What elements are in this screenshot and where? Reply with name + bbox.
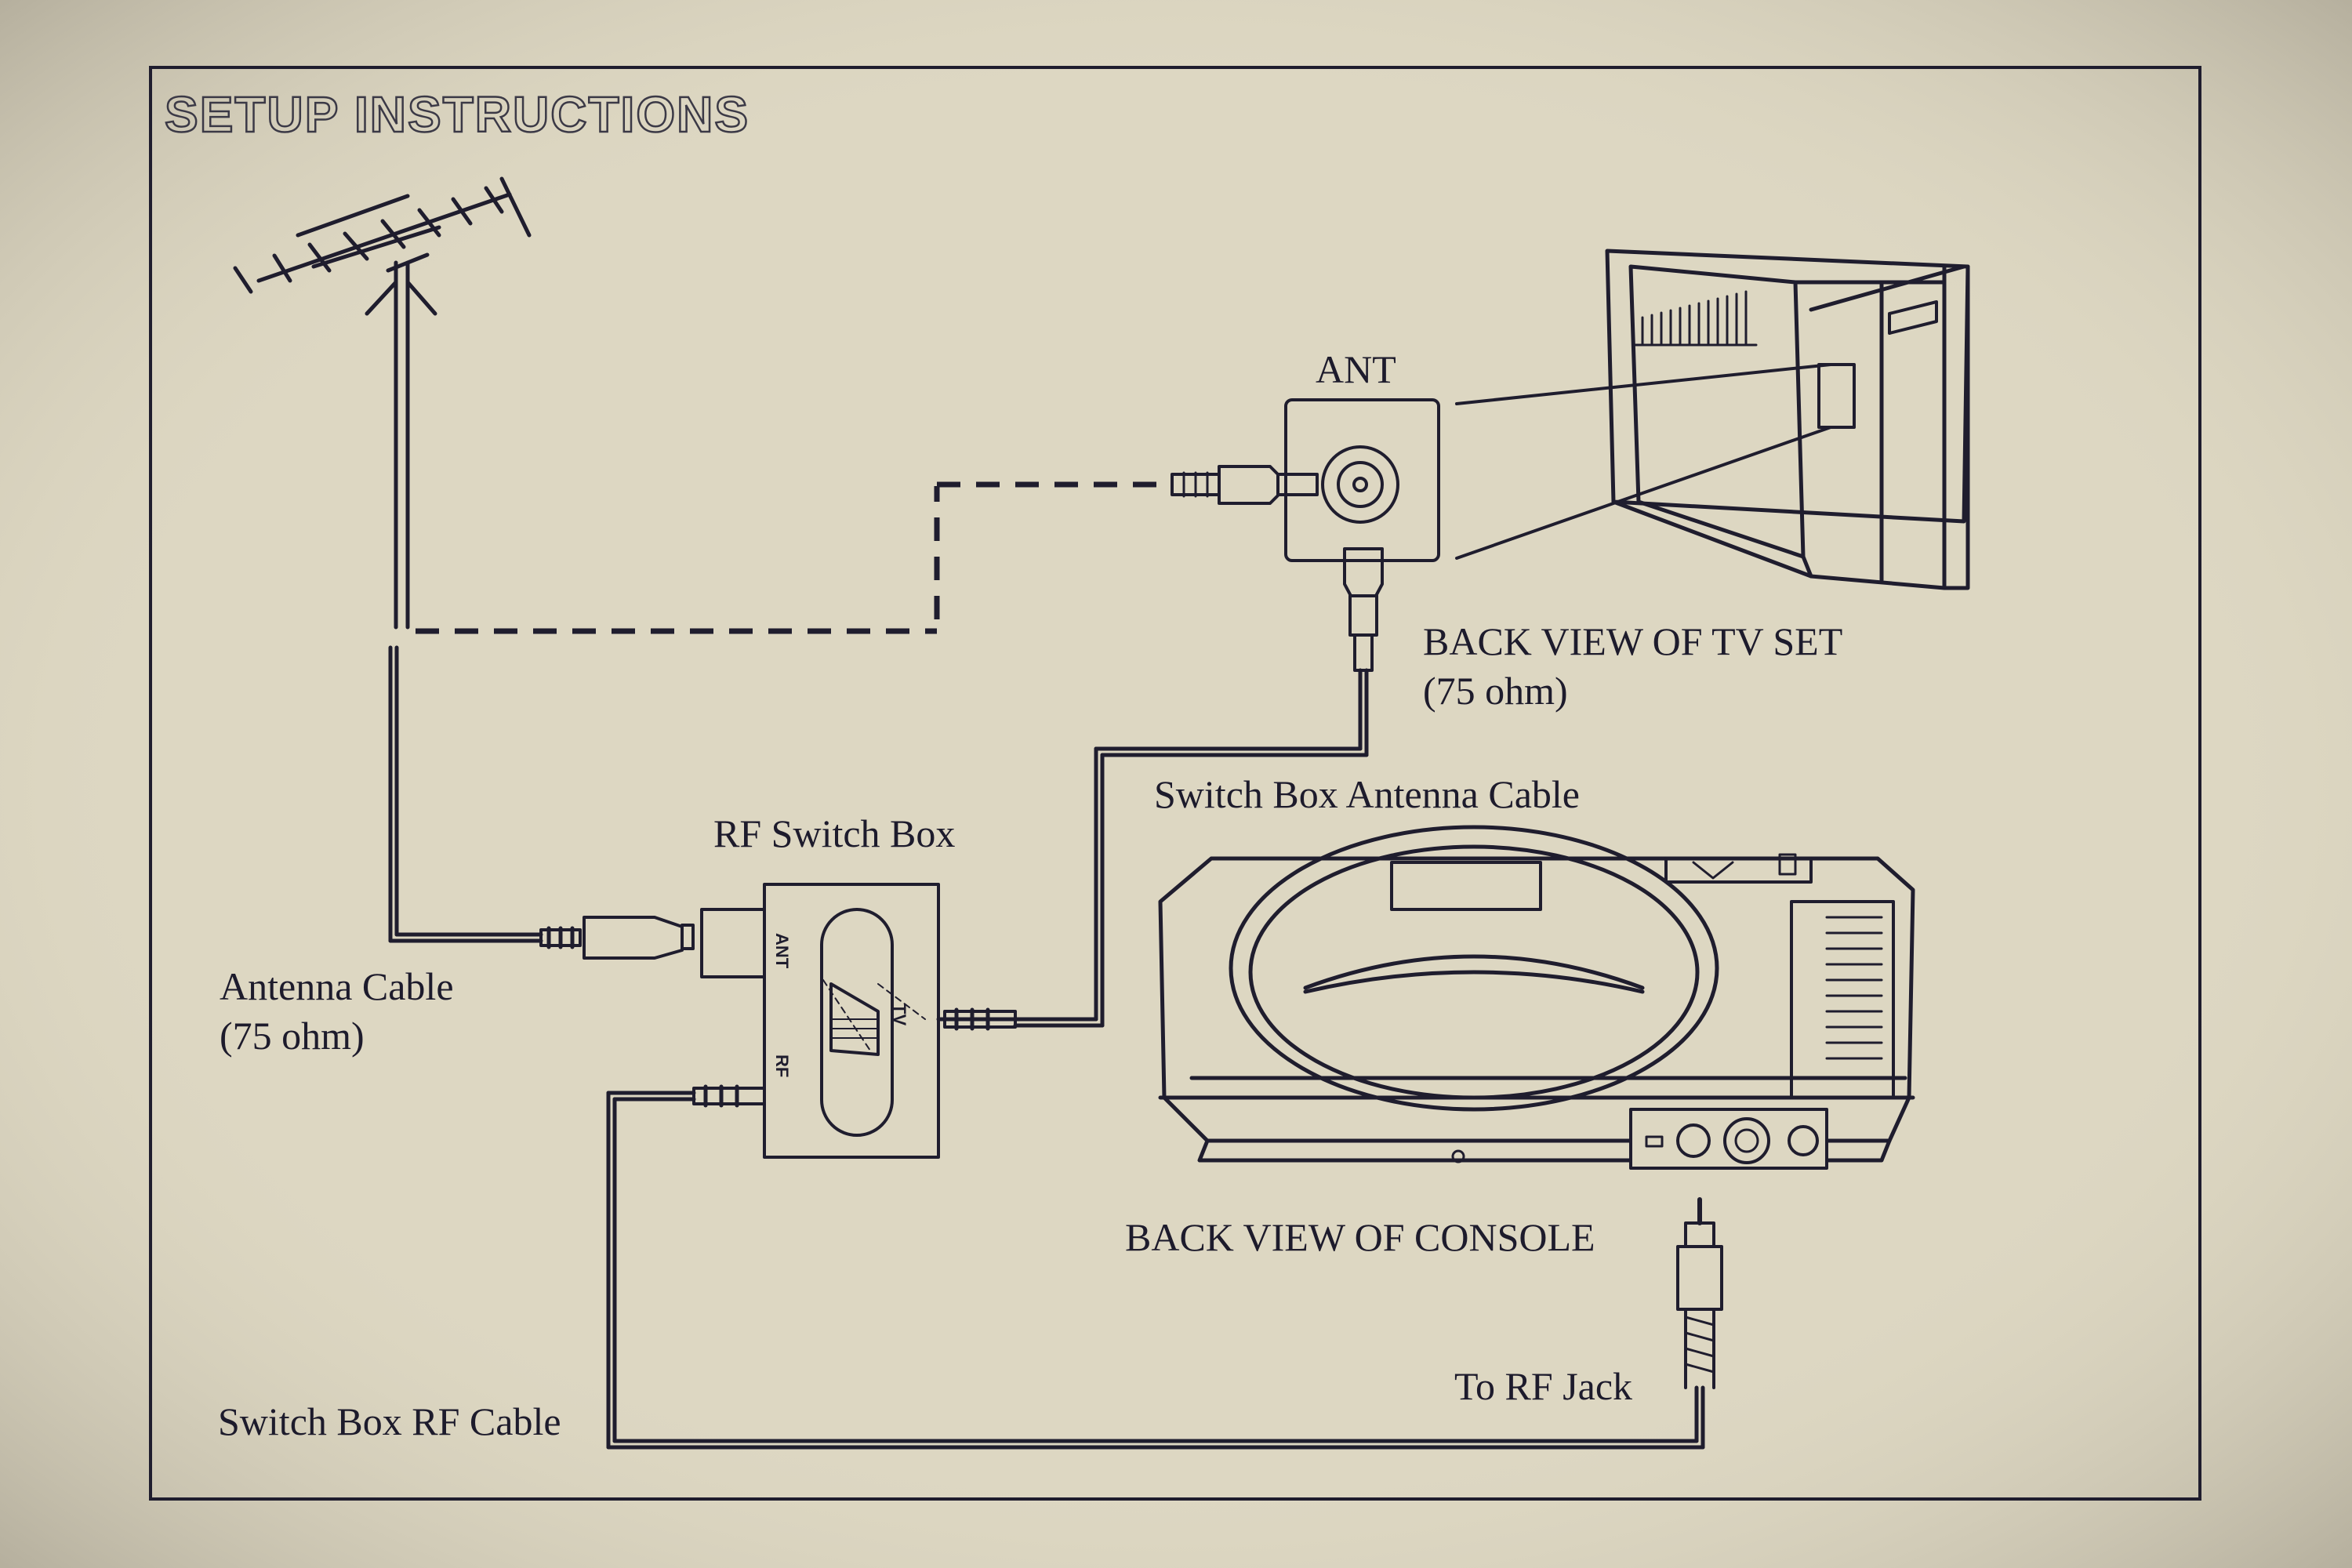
switch-box-antenna-cable-line xyxy=(936,547,1384,1031)
dashed-antenna-lead xyxy=(416,481,1168,634)
tv-set-icon xyxy=(1605,249,1970,590)
page-title: SETUP INSTRUCTIONS xyxy=(165,86,750,143)
console-back-view-label: BACK VIEW OF CONSOLE xyxy=(1125,1215,1595,1259)
antenna-cable-label: Antenna Cable xyxy=(220,964,454,1008)
rf-switch-box: ANT TV RF xyxy=(700,883,940,1159)
antenna-icon xyxy=(233,176,532,630)
switch-box-rf-cable-line xyxy=(606,1084,1723,1450)
antenna-cable xyxy=(388,645,695,960)
tv-impedance-label: (75 ohm) xyxy=(1423,669,1568,713)
antenna-impedance-label: (75 ohm) xyxy=(220,1014,365,1058)
diagram-frame xyxy=(149,66,2201,1501)
tv-antenna-jack xyxy=(1171,363,1832,562)
switch-ant-marking: ANT xyxy=(772,933,792,969)
tv-back-view-label: BACK VIEW OF TV SET xyxy=(1423,619,1842,663)
console-icon xyxy=(1158,825,1915,1170)
ant-label: ANT xyxy=(1316,347,1396,391)
switch-rf-marking: RF xyxy=(772,1054,792,1077)
switch-tv-marking: TV xyxy=(890,1004,909,1025)
rf-switch-box-label: RF Switch Box xyxy=(713,811,955,855)
switch-box-antenna-cable-label: Switch Box Antenna Cable xyxy=(1154,772,1580,816)
to-rf-jack-label: To RF Jack xyxy=(1454,1364,1632,1408)
switch-box-rf-cable-label: Switch Box RF Cable xyxy=(218,1399,561,1443)
